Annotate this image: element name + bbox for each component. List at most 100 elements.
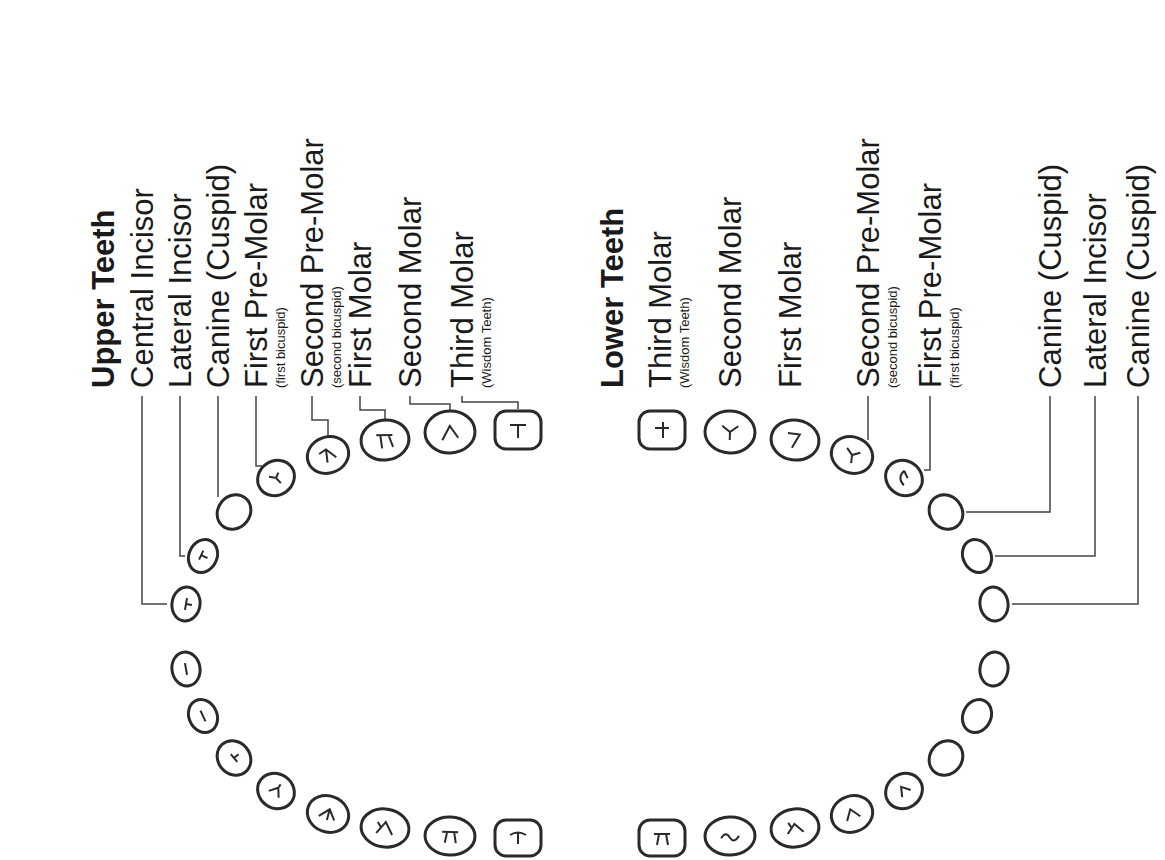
tooth-mark <box>510 425 526 438</box>
tooth-mark <box>442 426 458 441</box>
alternate-name: (Wisdom Teeth) <box>480 297 493 388</box>
leader-line <box>1012 396 1138 604</box>
tooth-label: Third Molar <box>645 231 676 388</box>
tooth-outline <box>639 820 685 856</box>
leader-line <box>462 396 518 409</box>
tooth-outline <box>251 766 302 816</box>
tooth-outline <box>826 431 878 479</box>
tooth-outline <box>826 790 878 838</box>
leader-line <box>217 396 219 497</box>
tooth-mark <box>185 663 187 675</box>
tooth-outline <box>768 417 821 463</box>
tooth-outline <box>169 650 202 688</box>
tooth <box>879 766 930 816</box>
tooth <box>879 453 930 503</box>
tooth-outline <box>424 410 475 454</box>
tooth <box>424 816 475 856</box>
tooth <box>977 650 1010 688</box>
tooth-label: Second Molar <box>395 197 426 388</box>
tooth-label: Second Pre-Molar <box>297 138 328 388</box>
tooth <box>922 734 970 782</box>
tooth <box>183 695 223 738</box>
tooth-outline <box>495 411 541 449</box>
tooth-outline <box>169 585 202 623</box>
tooth-outline <box>251 453 302 503</box>
tooth <box>495 411 541 449</box>
tooth-outline <box>957 695 997 738</box>
tooth <box>977 585 1010 623</box>
tooth-label: Second Pre-Molar <box>853 138 884 388</box>
tooth <box>957 695 997 738</box>
tooth-outline <box>879 766 930 816</box>
tooth-label: Lateral Incisor <box>1080 193 1111 388</box>
tooth-mark <box>510 833 526 845</box>
tooth-label: Canine (Cuspid) <box>1035 164 1066 388</box>
tooth-mark <box>442 832 458 844</box>
tooth-mark <box>897 783 911 797</box>
tooth-outline <box>639 411 685 449</box>
tooth <box>169 650 202 688</box>
tooth-mark <box>721 834 739 841</box>
leader-line <box>995 396 1095 556</box>
tooth-label: First Pre-Molar <box>915 183 946 388</box>
tooth-mark <box>200 711 205 722</box>
leader-line <box>256 396 262 466</box>
tooth-outline <box>358 417 411 463</box>
leader-line <box>867 396 869 440</box>
tooth-mark <box>269 781 286 798</box>
tooth-label: Canine (Cuspid) <box>203 164 234 388</box>
tooth <box>210 488 258 536</box>
tooth-outline <box>495 820 541 856</box>
tooth-outline <box>879 453 930 503</box>
tooth-outline <box>424 816 475 856</box>
tooth <box>769 806 822 850</box>
teeth <box>169 410 1010 856</box>
tooth-outline <box>977 650 1010 688</box>
tooth-label: First Pre-Molar <box>241 183 272 388</box>
tooth <box>704 410 755 454</box>
tooth-mark <box>786 821 803 834</box>
tooth <box>183 535 223 578</box>
tooth-mark <box>376 821 394 835</box>
tooth-outline <box>922 488 970 536</box>
tooth <box>424 410 475 454</box>
alternate-name: (first bicuspid) <box>274 307 287 388</box>
tooth <box>957 535 997 578</box>
group-heading: Upper Teeth <box>88 209 119 388</box>
tooth-outline <box>183 695 223 738</box>
tooth-mark <box>376 433 394 449</box>
tooth <box>826 431 878 479</box>
tooth <box>210 734 258 782</box>
tooth-outline <box>922 734 970 782</box>
tooth-outline <box>359 806 412 850</box>
tooth-mark <box>318 807 337 823</box>
tooth-label: Lateral Incisor <box>165 193 196 388</box>
leader-line <box>410 396 450 410</box>
tooth-mark <box>185 598 193 611</box>
tooth <box>768 417 821 463</box>
alternate-name: (second bicuspid) <box>330 286 343 388</box>
tooth <box>639 820 685 856</box>
tooth <box>251 453 302 503</box>
tooth-label: Central Incisor <box>127 188 158 388</box>
tooth-mark <box>843 448 861 465</box>
leader-lines <box>142 396 1138 604</box>
tooth-mark <box>654 834 670 845</box>
tooth-outline <box>302 790 354 838</box>
leader-line <box>312 396 328 436</box>
tooth-label: First Molar <box>775 242 806 388</box>
tooth-outline <box>977 585 1010 623</box>
tooth <box>302 790 354 838</box>
leader-line <box>924 396 930 470</box>
leader-line <box>966 396 1050 512</box>
tooth <box>495 820 541 856</box>
leader-line <box>142 396 167 604</box>
tooth-mark <box>318 447 337 464</box>
tooth-mark <box>786 433 800 449</box>
tooth <box>359 806 412 850</box>
tooth-outline <box>210 488 258 536</box>
tooth <box>302 431 354 479</box>
tooth <box>639 411 685 449</box>
tooth <box>169 585 202 623</box>
